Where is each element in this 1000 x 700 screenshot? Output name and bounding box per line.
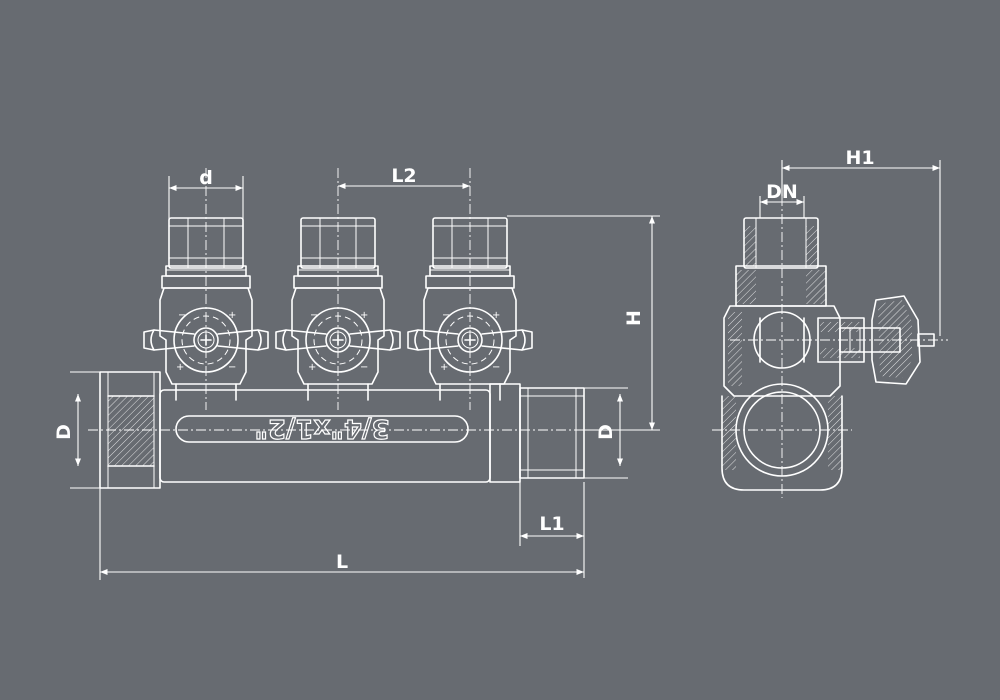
left-female-end	[99, 371, 161, 489]
dim-label-d: d	[199, 167, 213, 189]
dim-label-d-right: D	[595, 424, 617, 440]
right-male-end	[519, 387, 585, 479]
dim-label-l2: L2	[391, 165, 416, 187]
dim-label-d-left: D	[53, 424, 75, 440]
dim-label-l1: L1	[539, 513, 564, 535]
front-view: 3/4"x1/2" d L2 H D	[53, 165, 660, 580]
side-view: DN H1	[712, 147, 948, 498]
dim-label-h1: H1	[845, 147, 874, 169]
side-handle	[871, 295, 921, 385]
body-marking: 3/4"x1/2"	[254, 413, 389, 443]
right-hex	[489, 383, 521, 483]
dim-label-l: L	[336, 551, 348, 573]
dim-label-h: H	[623, 310, 645, 326]
marking-slot	[175, 415, 469, 443]
